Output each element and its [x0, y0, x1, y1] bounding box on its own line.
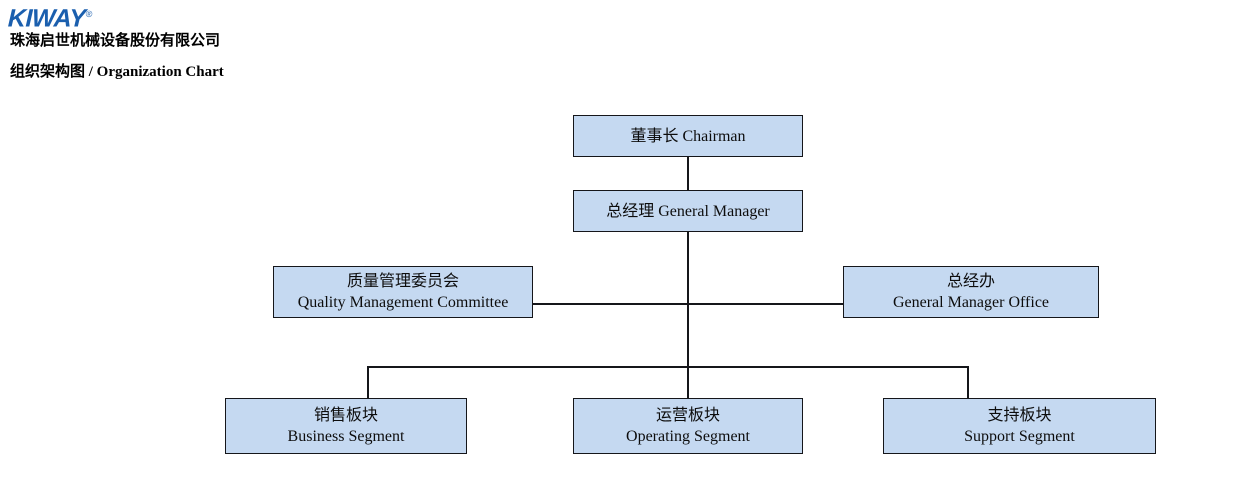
node-business-segment[interactable]: 销售板块 Business Segment — [225, 398, 467, 454]
node-general-manager-office-label-en: General Manager Office — [892, 294, 1050, 311]
node-operating-segment-label-zh: 运营板块 — [655, 407, 720, 424]
node-chairman[interactable]: 董事长 Chairman — [573, 115, 803, 157]
node-operating-segment[interactable]: 运营板块 Operating Segment — [573, 398, 803, 454]
node-business-segment-label-en: Business Segment — [287, 428, 405, 445]
connector-committee-crossbar — [533, 303, 844, 305]
node-business-segment-label-zh: 销售板块 — [313, 407, 378, 424]
company-name: 珠海启世机械设备股份有限公司 — [10, 33, 221, 49]
node-general-manager-label: 总经理 General Manager — [606, 202, 770, 220]
connector-gm-spine — [687, 232, 689, 367]
node-general-manager-office[interactable]: 总经办 General Manager Office — [843, 266, 1099, 318]
node-support-segment-label-zh: 支持板块 — [987, 407, 1052, 424]
connector-drop-operating-segment — [687, 366, 689, 399]
node-operating-segment-label-en: Operating Segment — [626, 428, 750, 445]
connector-segment-distribution-bar — [368, 366, 968, 368]
node-quality-management-committee[interactable]: 质量管理委员会 Quality Management Committee — [273, 266, 533, 318]
node-general-manager-office-label-zh: 总经办 — [946, 273, 995, 290]
connector-chairman-to-gm — [687, 157, 689, 191]
connector-drop-business-segment — [367, 366, 369, 399]
registered-trademark-icon: ® — [85, 9, 92, 19]
node-chairman-label: 董事长 Chairman — [630, 127, 746, 145]
node-support-segment[interactable]: 支持板块 Support Segment — [883, 398, 1156, 454]
node-quality-management-committee-label-zh: 质量管理委员会 — [346, 273, 459, 290]
connector-drop-support-segment — [967, 366, 969, 399]
node-quality-management-committee-label-en: Quality Management Committee — [297, 294, 509, 311]
page-title: 组织架构图 / Organization Chart — [10, 64, 224, 80]
kiway-logo: KIWAY® — [7, 1, 92, 33]
node-general-manager[interactable]: 总经理 General Manager — [573, 190, 803, 232]
logo-wordmark: KIWAY — [7, 4, 87, 33]
node-support-segment-label-en: Support Segment — [964, 428, 1075, 445]
